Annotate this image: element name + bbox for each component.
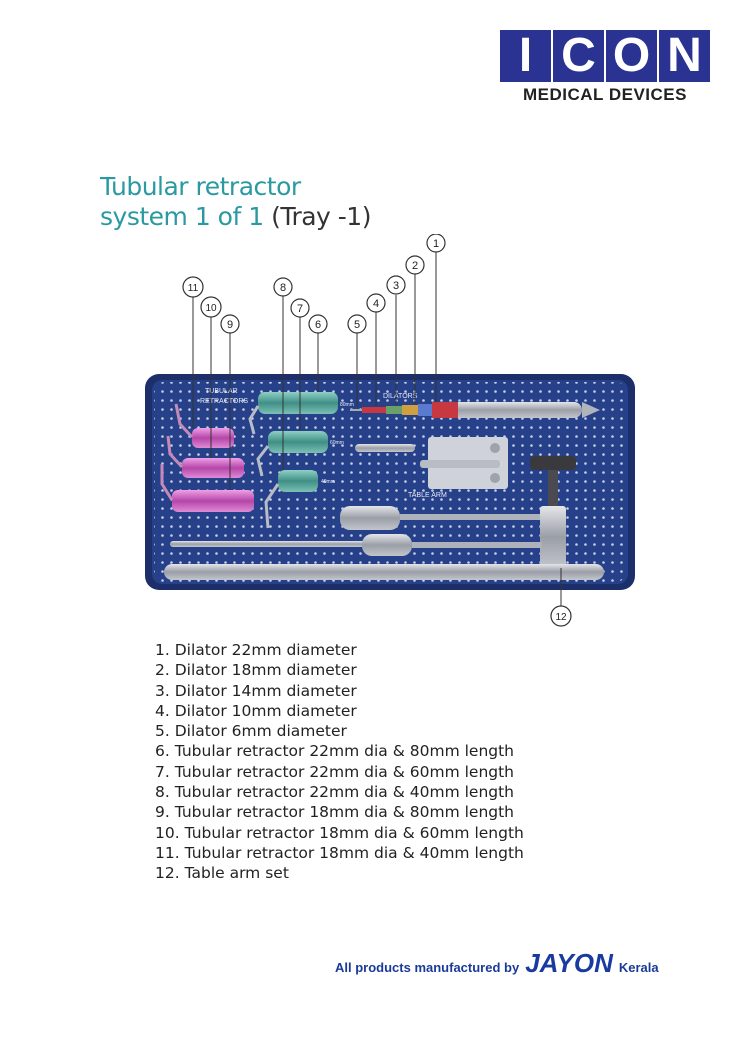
- retractor-18-60: [182, 458, 244, 478]
- dilator-22: [432, 402, 582, 418]
- clamp-lever: [420, 460, 500, 468]
- jayon-logo: JAYON: [525, 948, 613, 978]
- retractor-18-40: [192, 428, 234, 448]
- footer-suffix: Kerala: [618, 960, 659, 975]
- retractor-22-40: [278, 470, 318, 492]
- dilator-band-gold: [402, 405, 418, 415]
- retractor-22-60: [268, 431, 328, 453]
- callout-leaders: [192, 252, 562, 606]
- svg-text:5: 5: [354, 319, 360, 331]
- list-item: 8. Tubular retractor 22mm dia & 40mm len…: [155, 783, 515, 802]
- retractor-handle: [256, 445, 270, 477]
- logo-letter: C: [553, 30, 604, 82]
- cylinder-connector: [362, 534, 412, 556]
- list-item: 11. Tubular retractor 18mm dia & 40mm le…: [155, 843, 524, 862]
- svg-text:6: 6: [315, 319, 321, 331]
- callout-3: 3: [386, 275, 406, 295]
- retractor-handle: [248, 405, 260, 435]
- dilator-band-red-small: [362, 407, 386, 413]
- cylinder-connector: [340, 506, 400, 530]
- svg-text:1: 1: [433, 238, 439, 250]
- list-item: 6. Tubular retractor 22mm dia & 80mm len…: [155, 742, 515, 761]
- tray-label-table-arm: TABLE ARM: [408, 492, 447, 499]
- logo-subtitle: MEDICAL DEVICES: [523, 85, 687, 104]
- list-item: 2. Dilator 18mm diameter: [155, 661, 357, 680]
- dilator-tip: [582, 402, 600, 418]
- list-item: 12. Table arm set: [155, 864, 289, 883]
- svg-text:8: 8: [280, 282, 286, 294]
- obturator-rod: [170, 541, 370, 547]
- tray-photo: TUBULAR RETRACTORS DILATORS TABLE ARM 80…: [145, 234, 635, 627]
- clamp-screw: [490, 443, 500, 453]
- svg-text:10: 10: [205, 303, 217, 314]
- retractor-handle: [166, 435, 184, 469]
- svg-text:9: 9: [227, 319, 233, 331]
- icon-logo: I C O N MEDICAL DEVICES: [500, 30, 710, 105]
- list-item: 9. Tubular retractor 18mm dia & 80mm len…: [155, 803, 515, 822]
- size-label: 60mm: [330, 440, 344, 446]
- page-title: Tubular retractor system 1 of 1 (Tray -1…: [100, 172, 371, 232]
- clamp-screw: [490, 473, 500, 483]
- retractor-18-80: [172, 490, 254, 512]
- callout-7: 7: [290, 298, 310, 318]
- svg-text:3: 3: [393, 280, 399, 292]
- title-line-2-dark: (Tray -1): [271, 202, 371, 231]
- title-line-2-teal: system 1 of 1: [100, 202, 264, 231]
- title-line-2: system 1 of 1 (Tray -1): [100, 202, 371, 232]
- connector-shaft: [412, 542, 542, 548]
- list-item: 4. Dilator 10mm diameter: [155, 701, 357, 720]
- callout-9: 9: [220, 314, 240, 334]
- footer-prefix: All products manufactured by: [335, 960, 520, 975]
- table-arm-post: [540, 506, 566, 568]
- callout-2: 2: [405, 255, 425, 275]
- callout-1: 1: [426, 234, 446, 253]
- tray-label-tubular: TUBULAR: [205, 388, 238, 395]
- tray-label-retractors: RETRACTORS: [200, 398, 248, 405]
- svg-text:2: 2: [412, 260, 418, 272]
- t-handle-top: [530, 456, 576, 470]
- retractor-handle: [174, 403, 194, 439]
- list-item: 1. Dilator 22mm diameter: [155, 641, 357, 659]
- list-item: 5. Dilator 6mm diameter: [155, 722, 347, 741]
- callout-4: 4: [366, 293, 386, 313]
- svg-text:11: 11: [188, 283, 199, 294]
- dilator-band-red: [432, 402, 458, 418]
- logo-letter: N: [659, 30, 710, 82]
- table-arm-rod: [164, 564, 604, 580]
- dilator-small: [355, 444, 415, 452]
- dilator-band-blue: [418, 404, 432, 416]
- component-list: 1. Dilator 22mm diameter 2. Dilator 18mm…: [155, 640, 524, 884]
- callout-10: 10: [200, 296, 222, 318]
- list-item: 7. Tubular retractor 22mm dia & 60mm len…: [155, 762, 515, 781]
- dilator-band-green: [386, 406, 402, 414]
- svg-text:7: 7: [297, 303, 303, 315]
- footer: All products manufactured by JAYON Keral…: [335, 948, 659, 979]
- connector-shaft: [400, 514, 540, 520]
- title-line-1: Tubular retractor: [100, 172, 301, 201]
- retractor-handle: [264, 483, 280, 529]
- list-item: 3. Dilator 14mm diameter: [155, 681, 357, 700]
- svg-text:12: 12: [555, 612, 567, 623]
- size-label: 80mm: [340, 402, 354, 408]
- logo-letter: I: [500, 30, 551, 82]
- retractor-handle: [160, 464, 174, 501]
- size-label: 40mm: [321, 479, 335, 485]
- retractor-22-80: [258, 392, 338, 414]
- callout-8: 8: [273, 277, 293, 297]
- logo-letter: O: [606, 30, 657, 82]
- callout-11: 11: [182, 276, 204, 298]
- t-handle-stem: [548, 470, 558, 510]
- list-item: 10. Tubular retractor 18mm dia & 60mm le…: [155, 823, 524, 842]
- svg-text:4: 4: [373, 298, 379, 310]
- callout-12: 12: [550, 605, 572, 627]
- tray-label-dilators: DILATORS: [383, 393, 418, 400]
- callout-6: 6: [308, 314, 328, 334]
- callout-5: 5: [347, 314, 367, 334]
